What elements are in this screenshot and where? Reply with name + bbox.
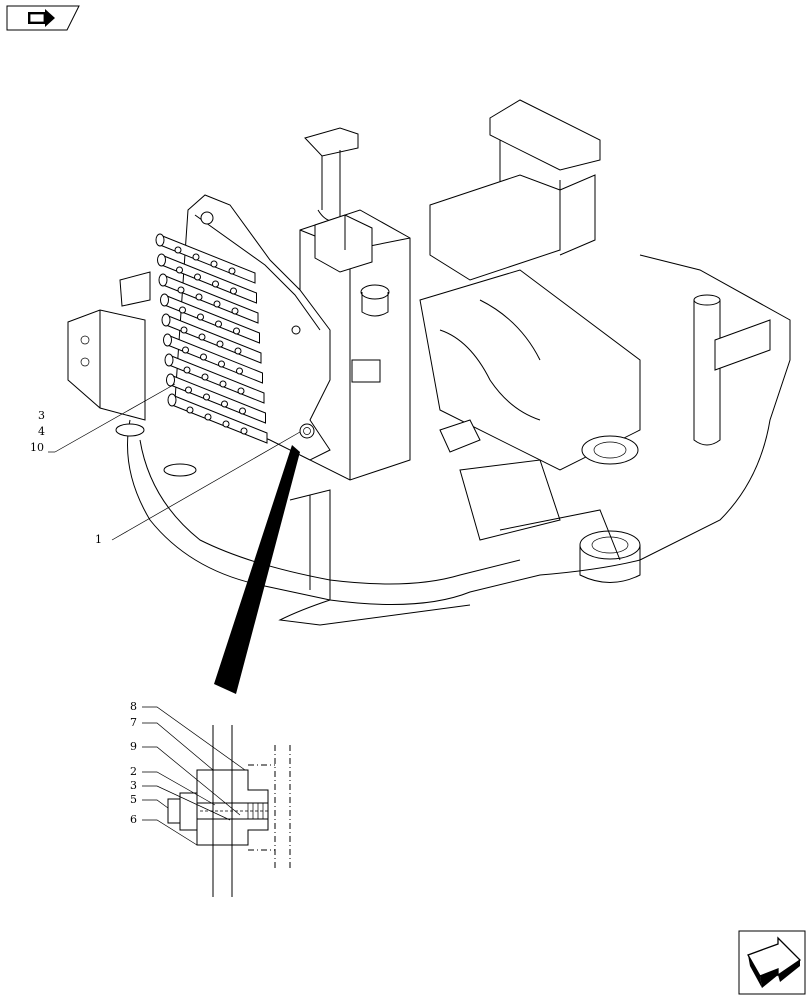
control-valve-assembly <box>155 194 331 461</box>
callout-5: 5 <box>130 793 137 806</box>
book-arrow-icon[interactable] <box>6 5 80 31</box>
callout-3-detail: 3 <box>130 779 137 792</box>
callout-8: 8 <box>130 700 137 713</box>
callout-9: 9 <box>130 740 137 753</box>
valve-spool-section <box>163 333 263 384</box>
valve-spool-section <box>160 293 260 344</box>
bolt-section-detail <box>167 725 291 897</box>
callout-7: 7 <box>130 716 137 729</box>
upper-frame-drawing <box>67 99 791 626</box>
main-callout-leaders <box>48 383 301 541</box>
valve-spool-section <box>155 233 256 284</box>
valve-spool-section <box>157 253 257 304</box>
valve-spool-section <box>158 273 259 324</box>
valve-spool-section <box>161 313 262 364</box>
detail-pointer <box>214 445 300 694</box>
valve-spool-section <box>166 373 266 424</box>
callout-1-main: 1 <box>95 533 102 546</box>
next-page-arrow-icon[interactable] <box>738 930 806 995</box>
valve-spool-section <box>167 393 268 444</box>
callout-3-main: 3 <box>38 409 45 422</box>
callout-2: 2 <box>130 765 137 778</box>
valve-spool-section <box>164 353 265 404</box>
callout-6: 6 <box>130 813 137 826</box>
callout-10-main: 10 <box>30 441 44 454</box>
detail-callout-leaders <box>142 706 246 846</box>
callout-4-main: 4 <box>38 425 45 438</box>
